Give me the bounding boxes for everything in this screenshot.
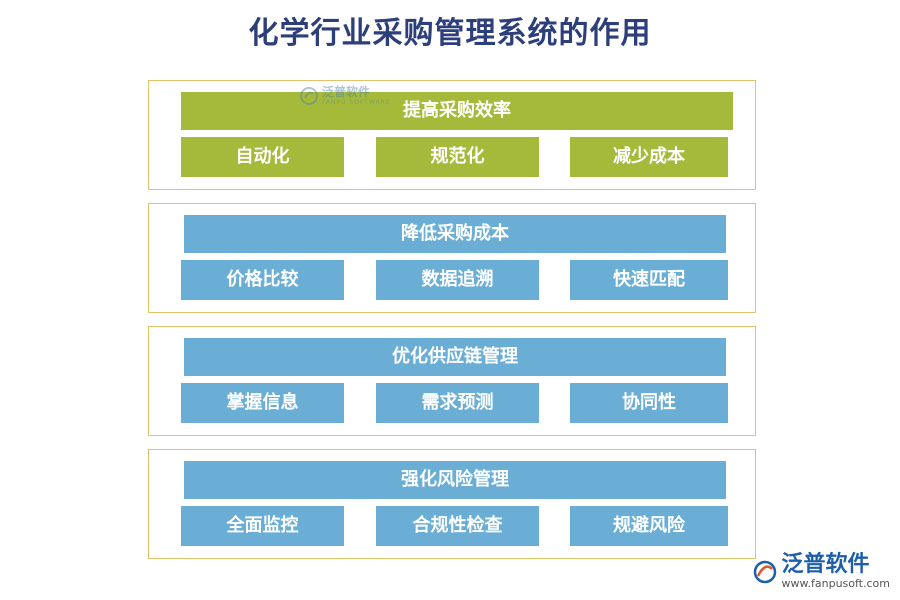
item-price-comparison: 价格比较 <box>181 260 344 300</box>
brand-url: www.fanpusoft.com <box>781 577 890 590</box>
item-data-trace: 数据追溯 <box>376 260 539 300</box>
item-automation: 自动化 <box>181 137 344 177</box>
brand-name: 泛普软件 <box>781 552 870 577</box>
section-cost: 降低采购成本 价格比较 数据追溯 快速匹配 <box>148 203 756 313</box>
section-supply-chain: 优化供应链管理 掌握信息 需求预测 协同性 <box>148 326 756 436</box>
item-compliance: 合规性检查 <box>376 506 539 546</box>
fanpu-watermark-icon <box>300 86 318 105</box>
item-information: 掌握信息 <box>181 383 344 423</box>
section-header: 提高采购效率 <box>181 92 733 130</box>
item-standardization: 规范化 <box>376 137 539 177</box>
item-monitoring: 全面监控 <box>181 506 344 546</box>
item-demand-forecast: 需求预测 <box>376 383 539 423</box>
section-header: 优化供应链管理 <box>184 338 726 376</box>
section-efficiency: 提高采购效率 泛普软件 FANPU SOFTWARE 自动化 规范化 减少成本 <box>148 80 756 190</box>
watermark: 泛普软件 FANPU SOFTWARE <box>299 85 391 106</box>
section-risk: 强化风险管理 全面监控 合规性检查 规避风险 <box>148 449 756 559</box>
item-collaboration: 协同性 <box>570 383 728 423</box>
fanpu-logo-icon <box>753 560 776 583</box>
section-header: 强化风险管理 <box>184 461 726 499</box>
brand-logo: 泛普软件 www.fanpusoft.com <box>752 553 890 590</box>
page-title: 化学行业采购管理系统的作用 <box>248 16 652 51</box>
item-fast-match: 快速匹配 <box>570 260 728 300</box>
item-risk-avoidance: 规避风险 <box>570 506 728 546</box>
section-header: 降低采购成本 <box>184 215 726 253</box>
item-cost-reduction: 减少成本 <box>570 137 728 177</box>
